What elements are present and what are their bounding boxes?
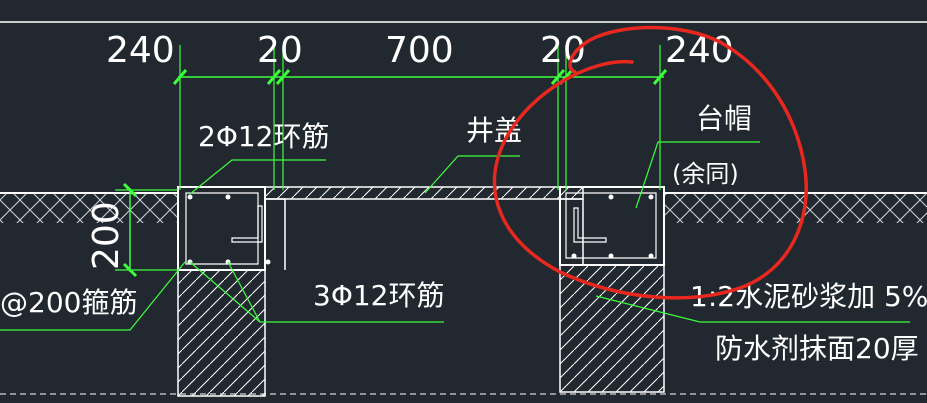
rebar-dot (608, 194, 614, 200)
dim-tick (550, 69, 566, 85)
dim-tick (275, 69, 291, 85)
dim-tick (122, 182, 138, 198)
rebar-dot (608, 253, 614, 259)
right-cap-hook (573, 207, 607, 243)
label-stirrup: @200箍筋 (0, 286, 137, 319)
left-cap-rebar-outline (185, 192, 259, 265)
label-mortar-line1: 1:2水泥砂浆加 5% (690, 280, 927, 313)
right-cap (559, 186, 665, 266)
label-cover: 井盖 (466, 114, 522, 147)
right-wall (559, 264, 665, 393)
left-wall (177, 269, 266, 397)
dim-200-vertical: 200 (86, 201, 127, 270)
dim-20-left: 20 (257, 30, 303, 71)
dim-tick (172, 69, 188, 85)
dim-tick (266, 69, 282, 85)
label-cap-note: (余同) (672, 160, 739, 188)
red-annotation-circle (492, 25, 808, 300)
right-cap-rebar-outline (565, 192, 657, 259)
dim-700: 700 (385, 30, 454, 71)
left-seat-step (265, 198, 286, 270)
dim-240-left: 240 (106, 30, 175, 71)
rebar-dot (187, 194, 193, 200)
rebar-dot (648, 253, 654, 259)
label-bottom-ring-rebar: 3Φ12环筋 (313, 279, 444, 312)
earth-hatch-right (664, 193, 927, 223)
rebar-dot (265, 259, 271, 265)
leader-top-ring (189, 159, 326, 195)
leader-stirrup (0, 261, 186, 331)
dim-tick (122, 262, 138, 278)
left-cap (177, 186, 266, 271)
rebar-dot (571, 253, 577, 259)
leader-cap (635, 141, 760, 209)
label-mortar-line2: 防水剂抹面20厚 (715, 332, 919, 365)
rebar-dot (225, 194, 231, 200)
label-cap: 台帽 (696, 102, 752, 135)
dim-240-right: 240 (665, 30, 734, 71)
leader-mortar (595, 295, 910, 323)
label-top-ring-rebar: 2Φ12环筋 (198, 120, 329, 153)
left-cap-hook (231, 205, 263, 243)
rebar-dot (648, 194, 654, 200)
cover-slab (264, 186, 584, 200)
earth-hatch-left (0, 193, 178, 223)
leader-bottom-ring-2 (189, 261, 261, 323)
dim-tick (652, 69, 668, 85)
